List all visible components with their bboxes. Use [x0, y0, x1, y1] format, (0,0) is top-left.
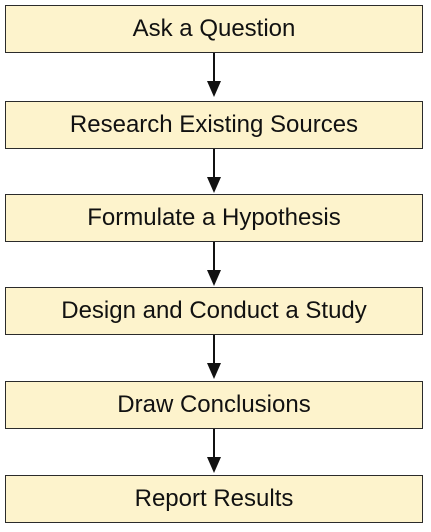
step-label: Formulate a Hypothesis: [87, 204, 341, 231]
down-arrow-icon: [207, 335, 221, 379]
step-label: Research Existing Sources: [69, 111, 359, 138]
down-arrow-icon: [207, 149, 221, 193]
step-research-sources: Research Existing Sources: [5, 101, 423, 149]
step-draw-conclusions: Draw Conclusions: [5, 381, 423, 429]
down-arrow-icon: [207, 242, 221, 286]
step-label: Ask a Question: [132, 15, 296, 42]
down-arrow-icon: [207, 429, 221, 473]
down-arrow-icon: [207, 53, 221, 97]
step-label: Design and Conduct a Study: [61, 297, 367, 324]
step-label: Report Results: [134, 485, 294, 512]
step-label: Draw Conclusions: [117, 391, 311, 418]
step-design-conduct-study: Design and Conduct a Study: [5, 287, 423, 335]
step-report-results: Report Results: [5, 475, 423, 523]
step-ask-question: Ask a Question: [5, 5, 423, 53]
step-formulate-hypothesis: Formulate a Hypothesis: [5, 194, 423, 242]
